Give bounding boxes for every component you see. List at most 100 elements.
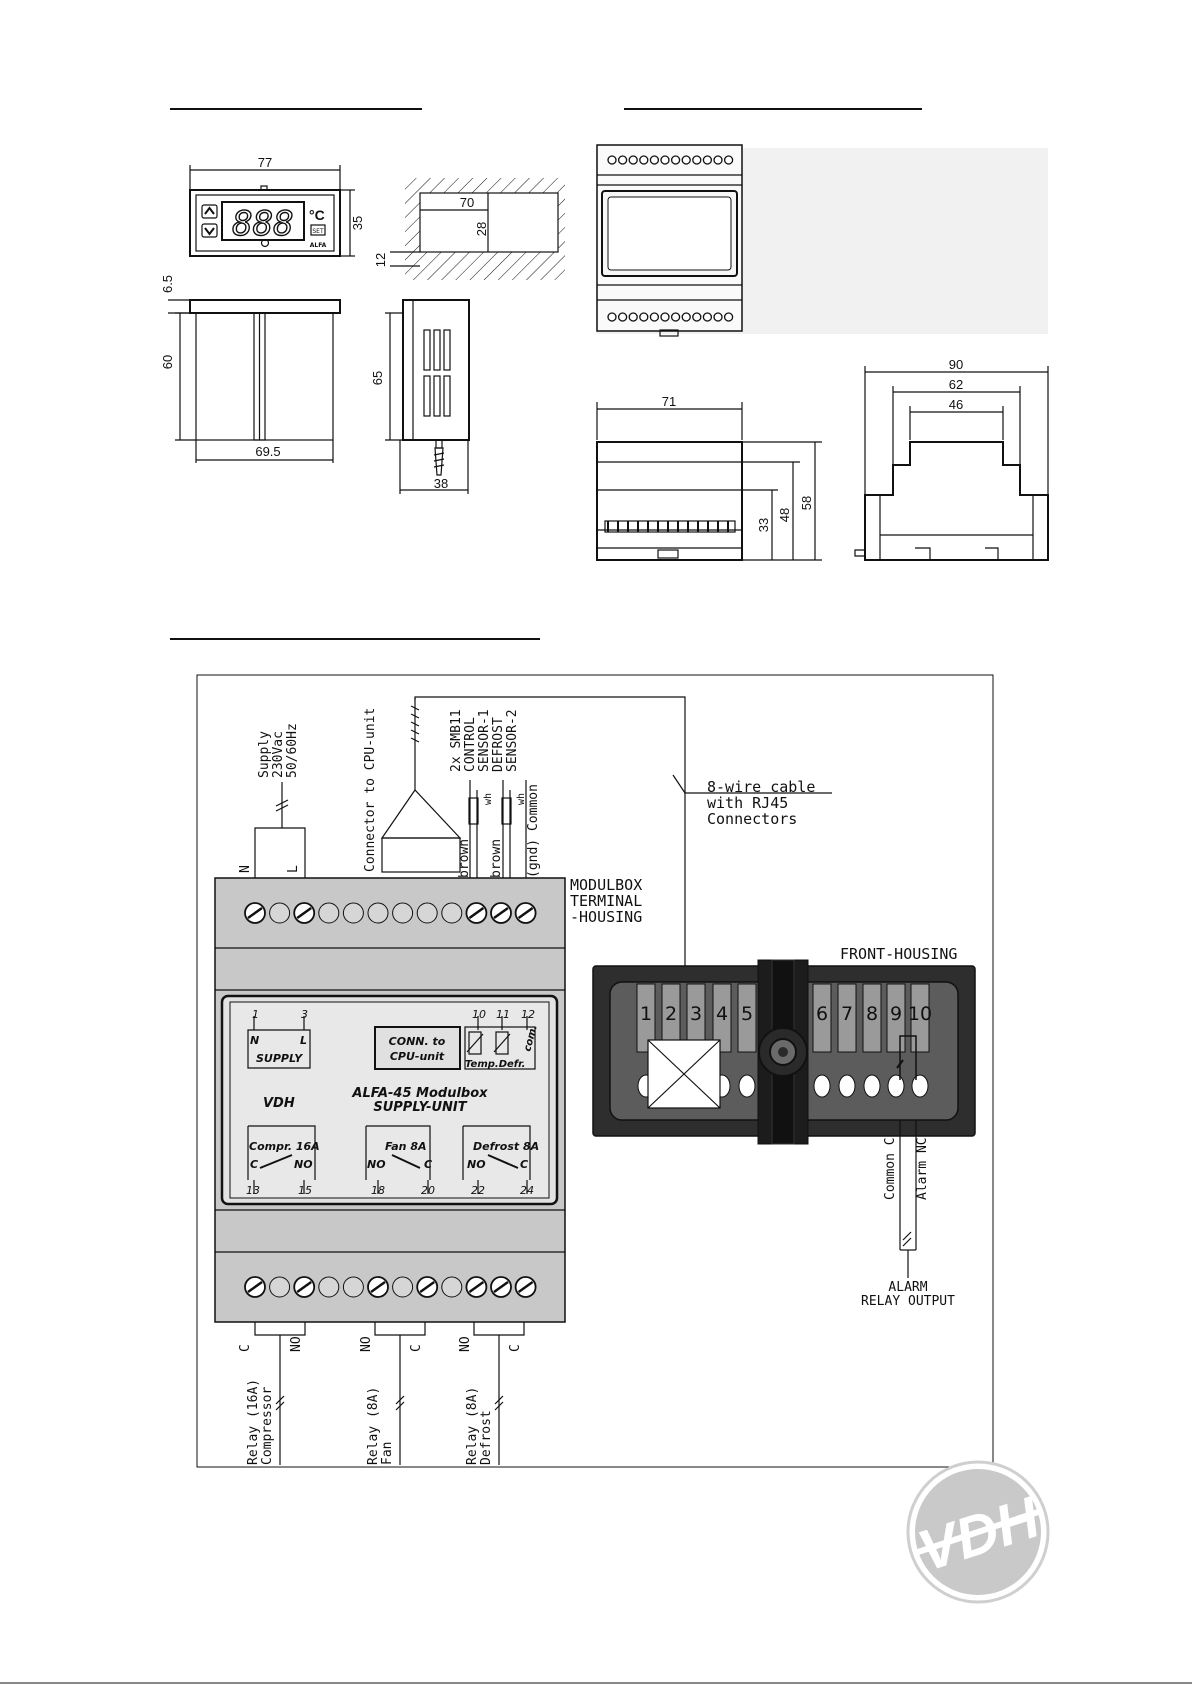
dim-cutout-width: 70 — [460, 195, 474, 210]
alarm-common: Common C — [883, 1137, 898, 1200]
terminal-hole — [628, 312, 638, 322]
relay-fan-2: Fan — [380, 1442, 395, 1465]
terminal-hole — [607, 312, 617, 322]
front-housing-number: 9 — [890, 1003, 902, 1025]
din-side-profile-view: 90 62 46 — [854, 357, 1049, 561]
controller-top-view: 65 38 — [370, 299, 470, 494]
screw-slot — [517, 906, 534, 920]
contact-slot — [636, 983, 656, 1053]
terminal-hole — [639, 312, 649, 322]
relay-fan-1: Relay (8A) — [366, 1387, 381, 1465]
contact-slot — [886, 983, 906, 1053]
relay-comp-1: Relay (16A) — [246, 1379, 261, 1465]
term-15: 15 — [298, 1184, 312, 1197]
empty-terminal — [318, 1276, 340, 1298]
front-housing-number: 4 — [716, 1003, 728, 1025]
unit-defrost: Defrost 8A — [473, 1140, 539, 1153]
unit-c-3: C — [520, 1158, 528, 1171]
unit-c-2: C — [424, 1158, 432, 1171]
dim-din-w62: 62 — [949, 377, 963, 392]
term-10: 10 — [472, 1008, 486, 1021]
screw-slot — [370, 1280, 386, 1294]
relay-no2: NO — [359, 1336, 374, 1352]
unit-supply: SUPPLY — [256, 1052, 303, 1065]
contact-slot — [910, 983, 930, 1053]
unit-title-1: ALFA-45 Modulbox — [351, 1086, 488, 1101]
terminal-hole — [681, 155, 691, 165]
set-label: SET — [312, 228, 324, 235]
wire-wh-2: wh — [516, 793, 527, 805]
screw-slot — [517, 1280, 534, 1294]
terminal-hole — [702, 312, 713, 322]
screw-slot — [247, 906, 263, 920]
term-18: 18 — [371, 1184, 385, 1197]
terminal-hole — [660, 155, 670, 165]
empty-terminal — [367, 902, 389, 924]
empty-terminal — [441, 1276, 463, 1298]
screw-slot — [296, 906, 312, 920]
dim-front-height: 35 — [350, 216, 365, 230]
empty-terminal — [318, 902, 340, 924]
empty-terminal — [269, 1276, 291, 1298]
front-housing-label: FRONT-HOUSING — [840, 945, 957, 963]
screw-slot — [247, 1280, 263, 1294]
terminal-hole — [649, 312, 660, 322]
unit-l: L — [300, 1034, 307, 1047]
supply-n: N — [238, 865, 253, 873]
supply-label-3: 50/60Hz — [285, 723, 300, 778]
unit-no-2: NO — [367, 1158, 386, 1171]
dim-din-w46: 46 — [949, 397, 963, 412]
terminal-hole — [639, 155, 649, 165]
term-12: 12 — [521, 1008, 535, 1021]
terminal-hole — [713, 155, 723, 165]
term-3: 3 — [301, 1008, 308, 1021]
term-11: 11 — [496, 1008, 510, 1021]
terminal-hole — [670, 312, 681, 322]
relay-c3: C — [508, 1344, 523, 1352]
dim-bezel: 6.5 — [160, 275, 175, 293]
modulbox-label-2: TERMINAL — [570, 892, 642, 910]
alarm-label-2: RELAY OUTPUT — [861, 1294, 955, 1309]
unit-vdh: VDH — [263, 1096, 295, 1111]
modulbox-label-3: -HOUSING — [570, 908, 642, 926]
cable-label-1: 8-wire cable — [707, 778, 815, 796]
screw-slot — [468, 1280, 485, 1294]
alarm-nc: Alarm NC — [915, 1137, 930, 1200]
terminal-hole — [617, 312, 628, 322]
front-housing-number: 3 — [690, 1003, 702, 1025]
screw-slot — [419, 1280, 435, 1294]
term-24: 24 — [520, 1184, 534, 1197]
connector-label: Connector to CPU-unit — [363, 708, 378, 872]
empty-terminal — [392, 1276, 414, 1298]
supply-label-1: Supply — [257, 731, 272, 778]
unit-conn-1: CONN. to — [389, 1035, 446, 1048]
wire-brown-2: brown — [489, 839, 504, 878]
empty-terminal — [342, 902, 364, 924]
terminal-hole — [660, 312, 670, 322]
contact-hole — [887, 1074, 905, 1098]
contact-hole — [738, 1074, 756, 1098]
controller-front-view: 77 888 °C SET ALFA 35 — [189, 155, 365, 257]
relay-c1: C — [238, 1344, 253, 1352]
wiring-diagram: Supply 230Vac 50/60Hz N L Connector to C… — [196, 674, 994, 1468]
term-20: 20 — [421, 1184, 435, 1197]
term-1: 1 — [252, 1008, 259, 1021]
sensor-label-4: DEFROST — [491, 717, 506, 772]
wire-brown-1: brown — [457, 839, 472, 878]
terminal-hole — [681, 312, 691, 322]
cable-label-2: with RJ45 — [707, 794, 788, 812]
dim-body-height: 60 — [160, 355, 175, 369]
empty-terminal — [269, 902, 291, 924]
front-housing-number: 10 — [908, 1003, 932, 1025]
contact-slot — [837, 983, 857, 1053]
display-unit: °C — [309, 207, 325, 223]
front-housing-number: 7 — [841, 1003, 853, 1025]
relay-no1: NO — [289, 1336, 304, 1352]
panel-cutout-view: 70 28 12 — [373, 178, 565, 280]
display-digits: 888 — [232, 204, 293, 244]
front-housing-number: 8 — [866, 1003, 878, 1025]
wire-wh-1: wh — [483, 793, 494, 805]
front-housing-number: 5 — [741, 1003, 753, 1025]
cable-label-3: Connectors — [707, 810, 797, 828]
